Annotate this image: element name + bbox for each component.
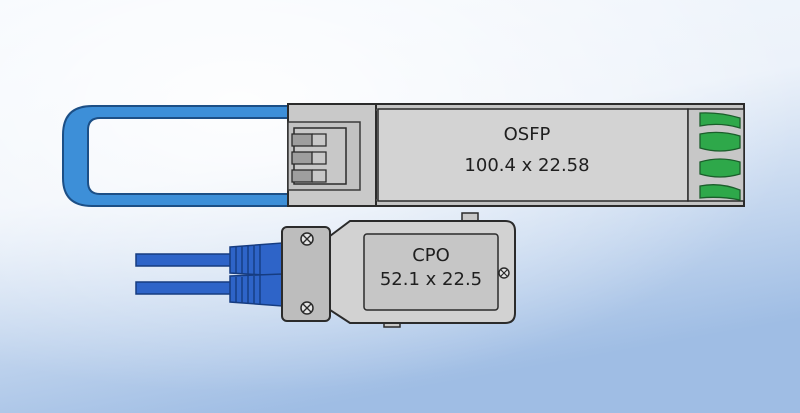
osfp-module: OSFP 100.4 x 22.58 xyxy=(62,103,745,207)
cpo-label-panel xyxy=(363,233,499,311)
osfp-green-clips xyxy=(699,112,741,201)
cpo-module: CPO 52.1 x 22.5 xyxy=(135,212,516,328)
osfp-dimensions: 100.4 x 22.58 xyxy=(464,155,589,176)
cpo-clamp-screw-bottom xyxy=(300,301,314,315)
cpo-fiber-cables xyxy=(135,242,283,307)
cpo-clamp-screw-top xyxy=(300,232,314,246)
osfp-name: OSFP xyxy=(504,124,551,145)
osfp-connector xyxy=(291,127,347,185)
cpo-name: CPO xyxy=(412,245,450,266)
cpo-dimensions: 52.1 x 22.5 xyxy=(380,269,482,290)
osfp-label-panel xyxy=(377,108,689,202)
cpo-side-screw xyxy=(498,267,510,279)
